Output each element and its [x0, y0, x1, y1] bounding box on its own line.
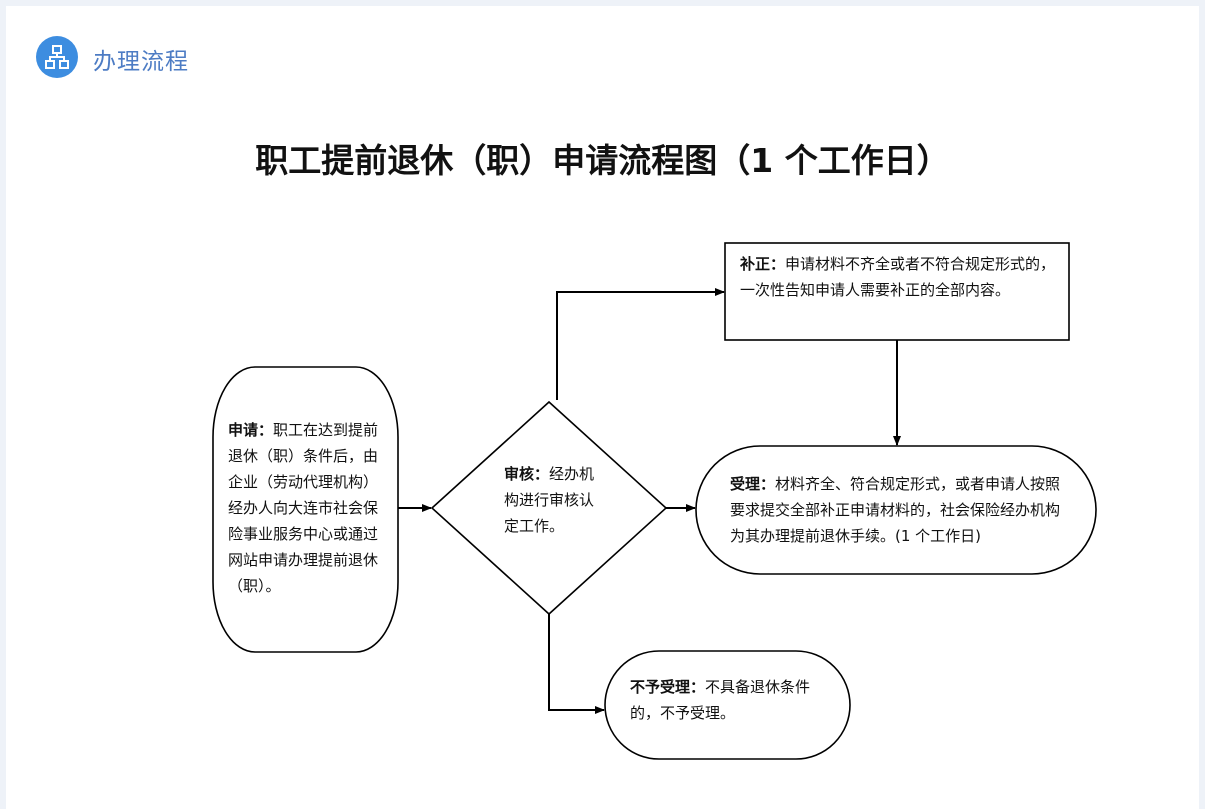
section-title: 办理流程 [93, 49, 189, 75]
correct-node [724, 242, 1070, 341]
accept-node [695, 445, 1097, 575]
accept-text: 受理：材料齐全、符合规定形式，或者申请人按照要求提交全部补正申请材料的，社会保险… [730, 475, 1061, 545]
content-card [6, 6, 1199, 809]
arrow-review-correct [556, 288, 725, 400]
diagram-title: 职工提前退休（职）申请流程图（1 个工作日） [255, 141, 950, 180]
sitemap-icon [36, 36, 78, 78]
review-text: 审核：经办机构进行审核认定工作。 [504, 465, 595, 535]
correct-text: 补正：申请材料不齐全或者不符合规定形式的，一次性告知申请人需要补正的全部内容。 [740, 255, 1056, 299]
apply-node [212, 366, 399, 653]
reject-text: 不予受理：不具备退休条件的，不予受理。 [630, 678, 811, 722]
reject-node [604, 650, 851, 760]
apply-text: 申请：职工在达到提前退休（职）条件后，由企业（劳动代理机构）经办人向大连市社会保… [228, 421, 379, 595]
arrow-review-reject [548, 614, 605, 714]
